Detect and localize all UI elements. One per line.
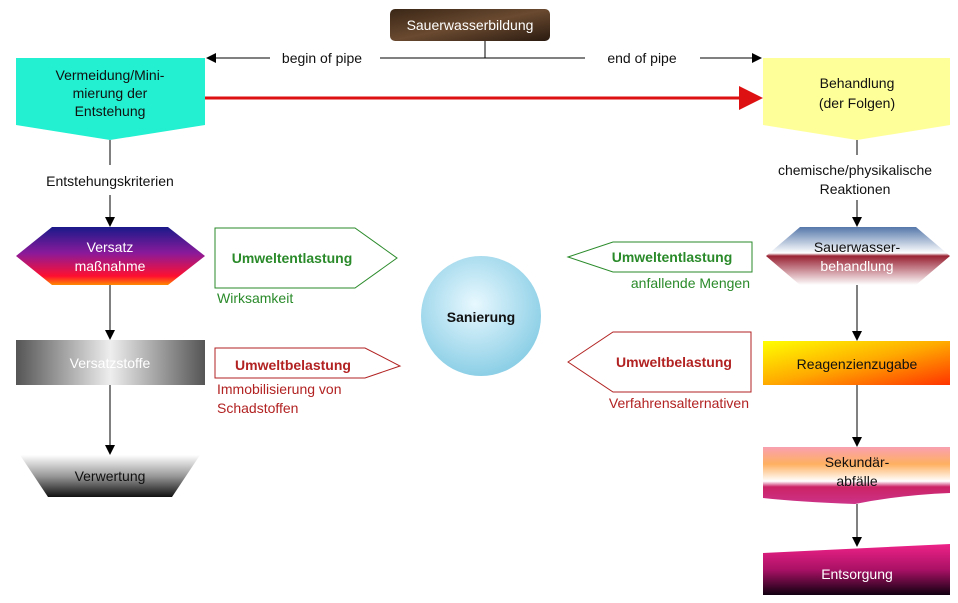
- entstehungskriterien-label: Entstehungskriterien: [46, 173, 174, 189]
- sekundaer-line1: Sekundär-: [825, 454, 890, 470]
- sauerwasser-line1: Sauerwasser-: [814, 239, 901, 255]
- verwertung-label: Verwertung: [75, 468, 146, 484]
- versatz-line1: Versatz: [87, 239, 134, 255]
- immobilisierung-line2: Schadstoffen: [217, 400, 298, 416]
- behandlung-line1: Behandlung: [820, 75, 895, 91]
- umweltentlastung-left: Umweltentlastung: [214, 227, 398, 289]
- versatzstoffe-label: Versatzstoffe: [70, 355, 151, 371]
- sauerwasser-line2: behandlung: [820, 258, 893, 274]
- vermeidung-box: Vermeidung/Mini- mierung der Entstehung: [16, 58, 205, 140]
- umweltbelastung-right: Umweltbelastung: [567, 331, 752, 393]
- reagenzienzugabe-label: Reagenzienzugabe: [797, 356, 918, 372]
- versatzstoffe-box: Versatzstoffe: [16, 340, 205, 385]
- relief-right-label: Umweltentlastung: [612, 249, 733, 265]
- anfallende-mengen-label: anfallende Mengen: [631, 275, 750, 291]
- sanierung-label: Sanierung: [447, 309, 515, 325]
- vermeidung-line3: Entstehung: [75, 103, 146, 119]
- relief-left-label: Umweltentlastung: [232, 250, 353, 266]
- entsorgung-label: Entsorgung: [821, 566, 893, 582]
- sanierung-circle: Sanierung: [421, 256, 541, 376]
- versatz-line2: maßnahme: [75, 258, 146, 274]
- burden-right-label: Umweltbelastung: [616, 354, 732, 370]
- umweltbelastung-left: Umweltbelastung: [214, 347, 402, 379]
- vermeidung-line2: mierung der: [73, 85, 148, 101]
- wirksamkeit-label: Wirksamkeit: [217, 290, 293, 306]
- immobilisierung-line1: Immobilisierung von: [217, 381, 342, 397]
- reaktionen-line1: chemische/physikalische: [778, 162, 932, 178]
- end-of-pipe-label: end of pipe: [607, 50, 676, 66]
- verwertung-trapezoid: Verwertung: [20, 455, 200, 497]
- burden-left-label: Umweltbelastung: [235, 357, 351, 373]
- behandlung-line2: (der Folgen): [819, 95, 895, 111]
- sauerwasserbildung-box: Sauerwasserbildung: [390, 9, 550, 41]
- sauerwasserbildung-label: Sauerwasserbildung: [407, 17, 534, 33]
- sauerwasserbehandlung-hexagon: Sauerwasser- behandlung: [766, 227, 950, 285]
- begin-of-pipe-label: begin of pipe: [282, 50, 362, 66]
- entsorgung-box: Entsorgung: [763, 544, 950, 595]
- reaktionen-line2: Reaktionen: [820, 181, 891, 197]
- versatzmassnahme-hexagon: Versatz maßnahme: [16, 227, 205, 285]
- verfahrensalternativen-label: Verfahrensalternativen: [609, 395, 749, 411]
- sekundaerabfaelle-box: Sekundär- abfälle: [763, 447, 950, 504]
- behandlung-box: Behandlung (der Folgen): [763, 58, 950, 140]
- umweltentlastung-right: Umweltentlastung: [566, 241, 753, 273]
- reagenzienzugabe-box: Reagenzienzugabe: [763, 341, 950, 385]
- vermeidung-line1: Vermeidung/Mini-: [56, 67, 165, 83]
- sekundaer-line2: abfälle: [836, 473, 877, 489]
